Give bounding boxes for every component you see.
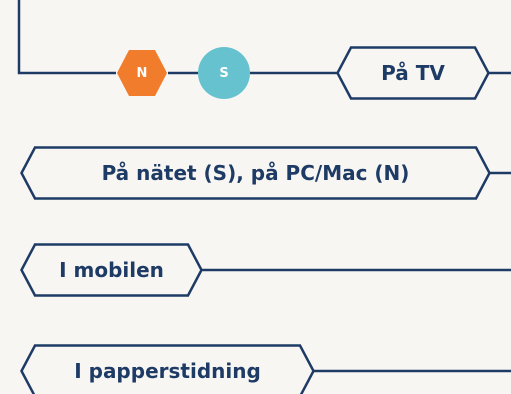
top-bracket-line — [17, 0, 116, 75]
tag-frame — [20, 146, 491, 200]
badge-n-label: N — [136, 65, 148, 81]
tag-web: På nätet (S), på PC/Mac (N) — [20, 146, 491, 200]
badge-s-label: S — [219, 65, 229, 81]
tag-paper: I papperstidning — [20, 344, 315, 394]
tag-paper-label: I papperstidning — [74, 359, 261, 383]
tag-tv-label: På TV — [381, 61, 445, 85]
badge-s: S — [198, 47, 250, 99]
tag-mobile: I mobilen — [20, 243, 203, 297]
tag-mobile-label: I mobilen — [59, 258, 164, 282]
tag-frame — [20, 243, 203, 297]
tag-frame — [20, 344, 315, 394]
tag-frame — [336, 46, 490, 100]
circle-icon — [198, 47, 250, 99]
tag-web-label: På nätet (S), på PC/Mac (N) — [101, 161, 410, 185]
tag-tv: På TV — [336, 46, 490, 100]
hexagon-icon — [117, 50, 167, 96]
badge-n: N — [116, 47, 168, 99]
